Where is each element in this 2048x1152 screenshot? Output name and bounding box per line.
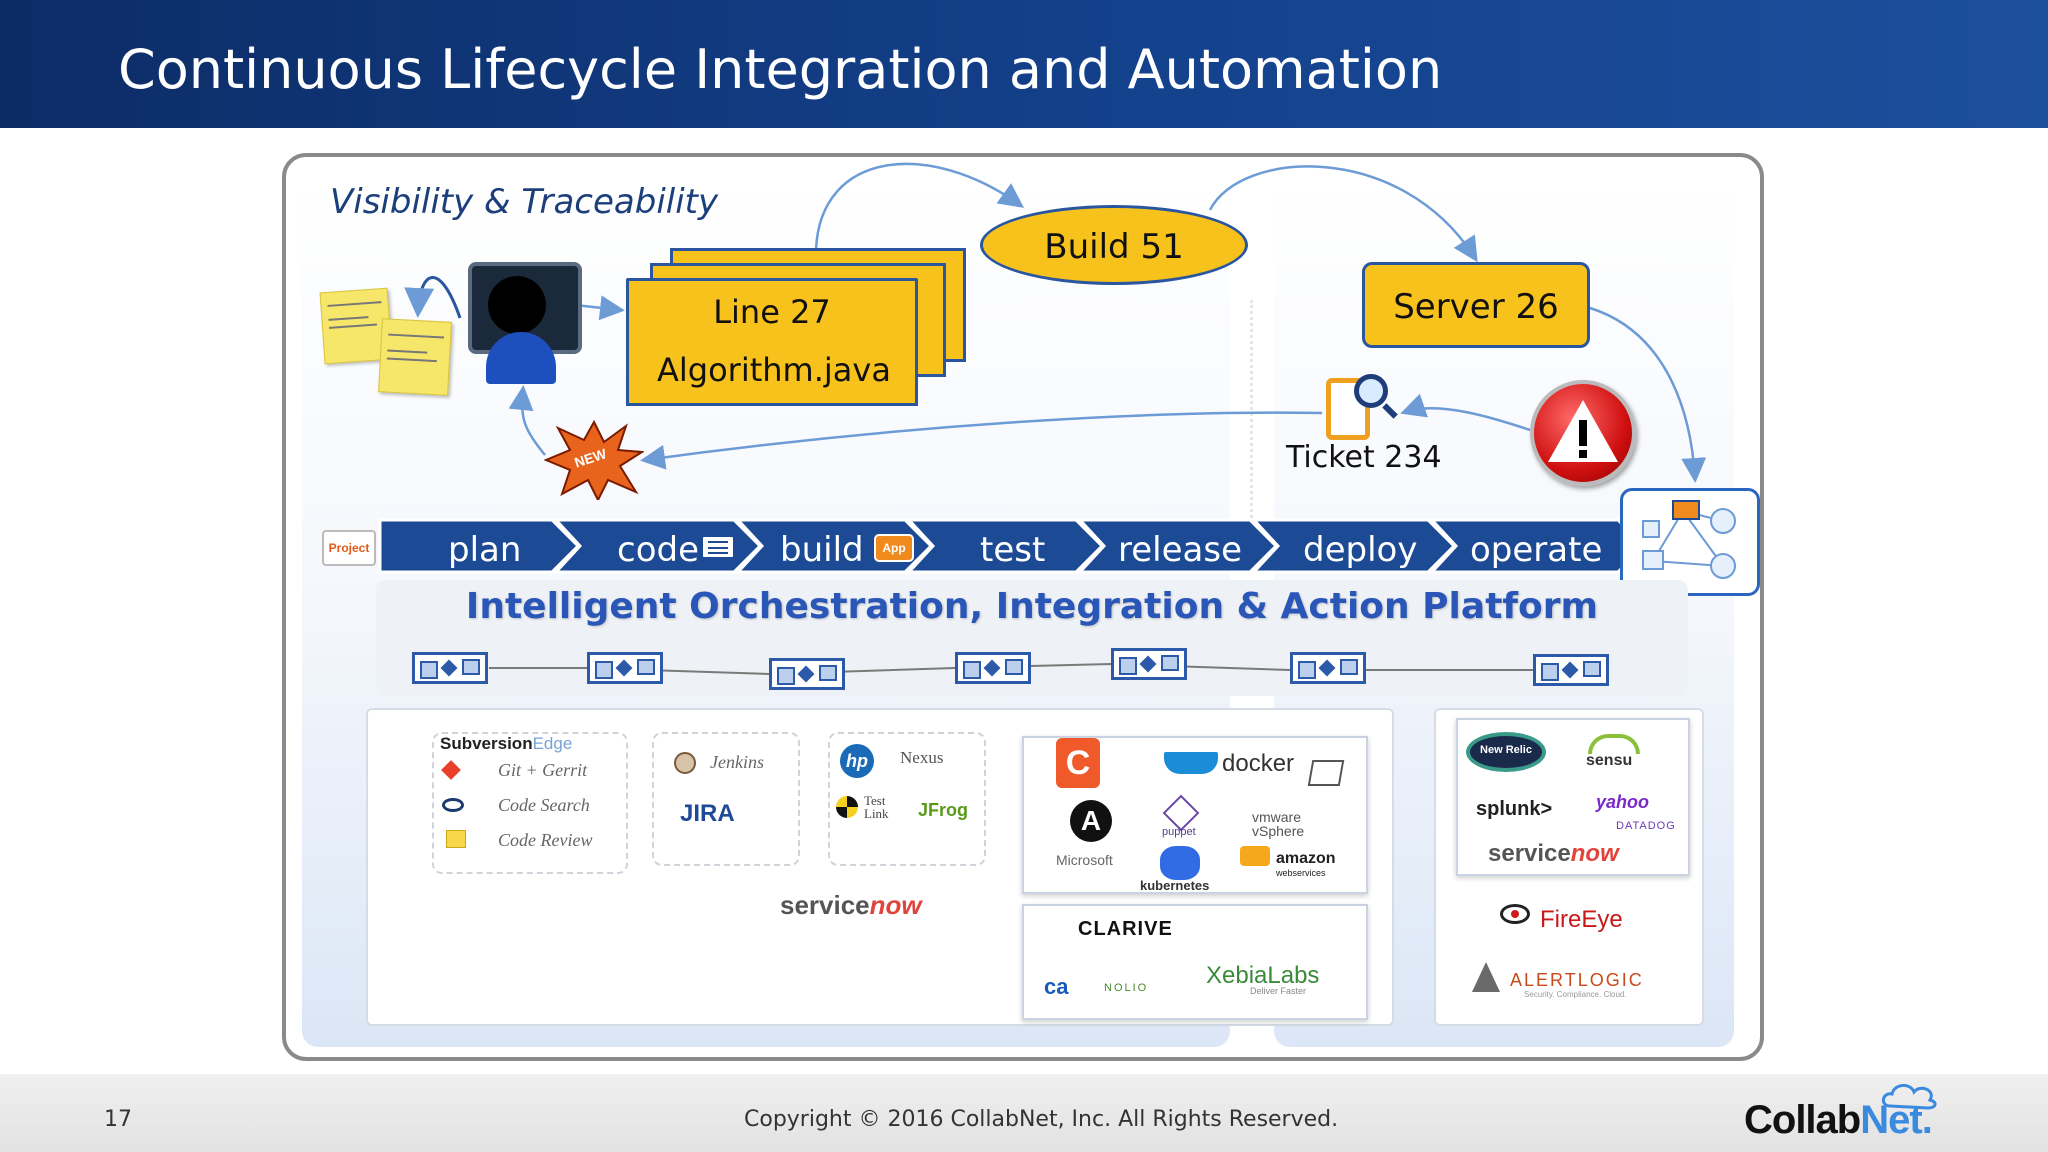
phase-release: release [1118, 530, 1242, 570]
servicenow-logo-right: servicenow [1488, 840, 1619, 867]
kubernetes-label: kubernetes [1140, 878, 1210, 893]
code-line-number: Line 27 [713, 293, 831, 331]
puppet-label: puppet [1162, 826, 1196, 838]
hp-logo: hp [840, 744, 874, 778]
magnifier-icon [1354, 374, 1388, 408]
docker-label: docker [1222, 750, 1295, 777]
integration-node [955, 652, 1031, 684]
slide-title: Continuous Lifecycle Integration and Aut… [118, 38, 1443, 101]
page-number: 17 [104, 1107, 132, 1132]
scm-tools-group [432, 732, 628, 874]
jfrog-logo: JFrog [918, 800, 969, 820]
splunk-logo: splunk> [1476, 798, 1553, 820]
integration-node [769, 658, 845, 690]
build-label: Build 51 [1044, 227, 1184, 267]
testlink-icon [836, 796, 858, 818]
title-bar [0, 0, 2048, 128]
code-review-icon [446, 830, 466, 848]
blank-box [492, 880, 768, 952]
ticket-label: Ticket 234 [1286, 440, 1442, 475]
datadog-logo: DATADOG [1616, 820, 1676, 832]
testlink-label: Test Link [864, 793, 889, 821]
integration-node [587, 652, 663, 684]
integration-node [412, 652, 488, 684]
phase-operate: operate [1470, 530, 1603, 570]
nolio-logo: NOLIO [1104, 982, 1149, 994]
integration-node [1111, 648, 1187, 680]
code-line-card: Line 27 Algorithm.java [626, 278, 918, 406]
visibility-heading: Visibility & Traceability [330, 182, 719, 222]
platform-title: Intelligent Orchestration, Integration &… [465, 586, 1599, 627]
footer-bar [0, 1074, 2048, 1152]
alertlogic-tagline: Security. Compliance. Cloud. [1524, 990, 1627, 999]
jira-logo: JIRA [680, 800, 735, 827]
copyright-text: Copyright © 2016 CollabNet, Inc. All Rig… [744, 1107, 1339, 1132]
newrelic-logo: New Relic [1466, 732, 1546, 772]
server-callout: Server 26 [1362, 262, 1590, 348]
fireeye-logo: FireEye [1540, 906, 1623, 933]
box-icon [1307, 760, 1345, 786]
yahoo-logo: yahoo [1596, 792, 1650, 812]
nexus-logo: Nexus [900, 748, 944, 767]
panel-divider [1250, 300, 1253, 560]
artifact-tools-group [828, 732, 986, 866]
phase-build: build [780, 530, 864, 570]
code-search-label: Code Search [498, 795, 590, 815]
aws-icon [1240, 846, 1270, 866]
fireeye-icon [1500, 904, 1530, 924]
build-callout: Build 51 [980, 205, 1248, 285]
project-badge: Project [322, 530, 376, 566]
integration-node [1533, 654, 1609, 686]
jenkins-label: Jenkins [710, 752, 764, 772]
phase-code: code [617, 530, 699, 570]
sensu-logo: sensu [1586, 752, 1633, 769]
xebialabs-logo: XebiaLabs [1206, 962, 1320, 989]
ca-logo: ca [1044, 974, 1069, 999]
code-search-icon [442, 798, 464, 812]
microsoft-logo: Microsoft [1056, 852, 1113, 868]
integration-node [1290, 652, 1366, 684]
phase-deploy: deploy [1303, 530, 1418, 570]
network-icon [1620, 488, 1760, 596]
alertlogic-logo: ALERTLOGIC [1510, 970, 1644, 990]
xebialabs-tagline: Deliver Faster [1250, 986, 1307, 996]
phase-test: test [980, 530, 1046, 570]
kubernetes-icon [1160, 846, 1200, 880]
ansible-logo: A [1070, 800, 1112, 842]
developer-icon [466, 262, 582, 387]
git-gerrit-label: Git + Gerrit [498, 760, 588, 780]
document-icon [700, 534, 736, 560]
ticket-icon [1326, 374, 1400, 446]
phase-plan: plan [448, 530, 522, 570]
code-review-label: Code Review [498, 830, 593, 850]
chef-logo: C [1056, 738, 1100, 788]
servicenow-logo-left: servicenow [780, 890, 922, 920]
new-starburst-icon: NEW [543, 419, 646, 503]
alertlogic-icon [1472, 962, 1500, 992]
server-label: Server 26 [1393, 287, 1559, 327]
code-file-name: Algorithm.java [657, 351, 891, 389]
subversion-edge-logo: SubversionEdge [440, 734, 573, 753]
release-tools-group [1022, 904, 1368, 1020]
ci-tools-group [652, 732, 800, 866]
cloud-icon [1880, 1080, 1940, 1110]
app-badge: App [874, 534, 914, 562]
jenkins-icon [674, 752, 696, 774]
clarive-logo: CLARIVE [1078, 918, 1173, 940]
docker-icon [1164, 752, 1218, 774]
warning-icon [1530, 380, 1636, 486]
collabnet-logo: CollabNet. [1744, 1098, 1933, 1142]
